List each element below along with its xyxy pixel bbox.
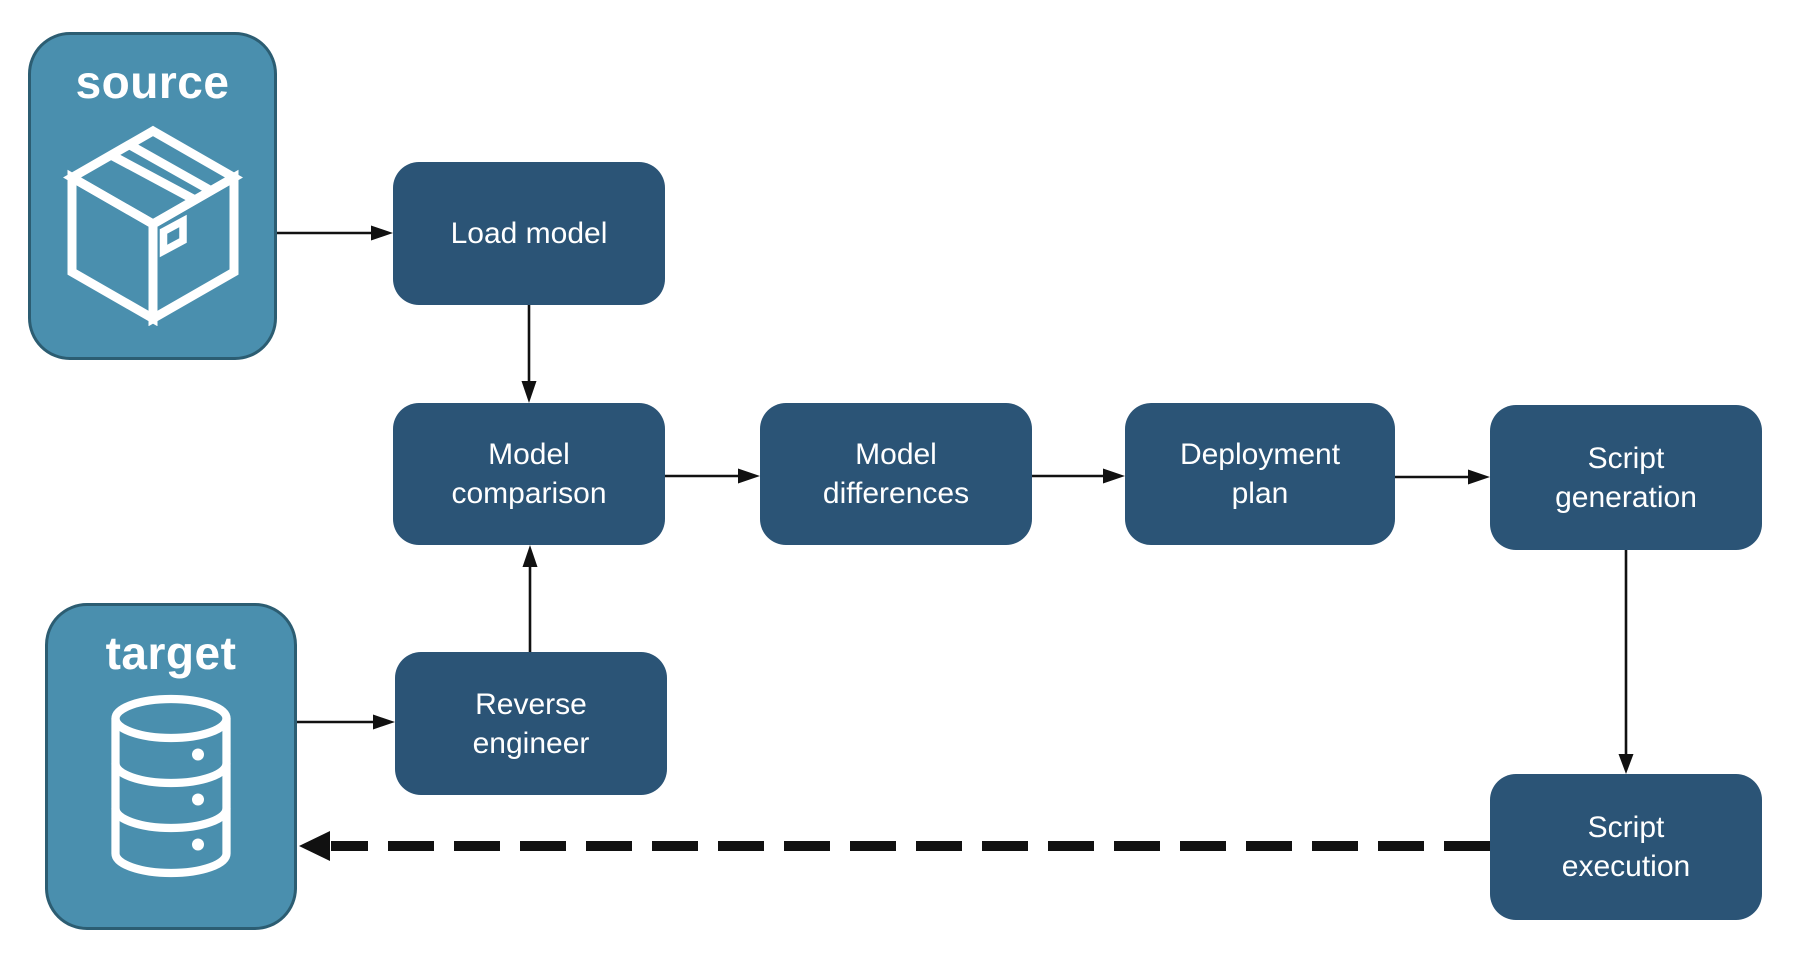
node-deployment-plan: Deployment plan bbox=[1125, 403, 1395, 545]
entity-target-label: target bbox=[105, 627, 237, 679]
database-icon bbox=[111, 694, 231, 877]
node-model-differences: Model differences bbox=[760, 403, 1032, 545]
arrow-deployment-plan-to-script-generation bbox=[1395, 469, 1490, 485]
node-script-generation-label: Script generation bbox=[1555, 441, 1697, 514]
arrow-model-comparison-to-model-differences bbox=[665, 468, 760, 484]
node-load-model-label: Load model bbox=[450, 217, 608, 250]
arrow-target-to-reverse-engineer bbox=[297, 714, 395, 730]
node-reverse-engineer: Reverse engineer bbox=[395, 652, 667, 795]
node-model-comparison: Model comparison bbox=[393, 403, 665, 545]
node-deployment-plan-label: Deployment plan bbox=[1179, 438, 1341, 510]
arrow-reverse-engineer-to-model-comparison bbox=[522, 545, 538, 652]
entity-source-label: source bbox=[75, 56, 230, 108]
entity-source: source bbox=[28, 32, 277, 360]
arrow-source-to-load-model bbox=[277, 225, 393, 241]
node-script-generation: Script generation bbox=[1490, 405, 1762, 550]
entity-target: target bbox=[45, 603, 297, 930]
node-script-execution-label: Script execution bbox=[1561, 811, 1691, 883]
arrow-load-model-to-model-comparison bbox=[521, 305, 537, 403]
node-script-execution: Script execution bbox=[1490, 774, 1762, 920]
node-model-comparison-label: Model comparison bbox=[451, 438, 607, 510]
package-icon bbox=[62, 125, 243, 326]
node-reverse-engineer-label: Reverse engineer bbox=[472, 687, 590, 760]
node-model-differences-label: Model differences bbox=[822, 438, 970, 510]
arrow-script-generation-to-script-execution bbox=[1618, 550, 1634, 774]
node-load-model: Load model bbox=[393, 162, 665, 305]
arrow-script-execution-to-target-dashed bbox=[299, 831, 1490, 861]
arrow-model-differences-to-deployment-plan bbox=[1032, 468, 1125, 484]
